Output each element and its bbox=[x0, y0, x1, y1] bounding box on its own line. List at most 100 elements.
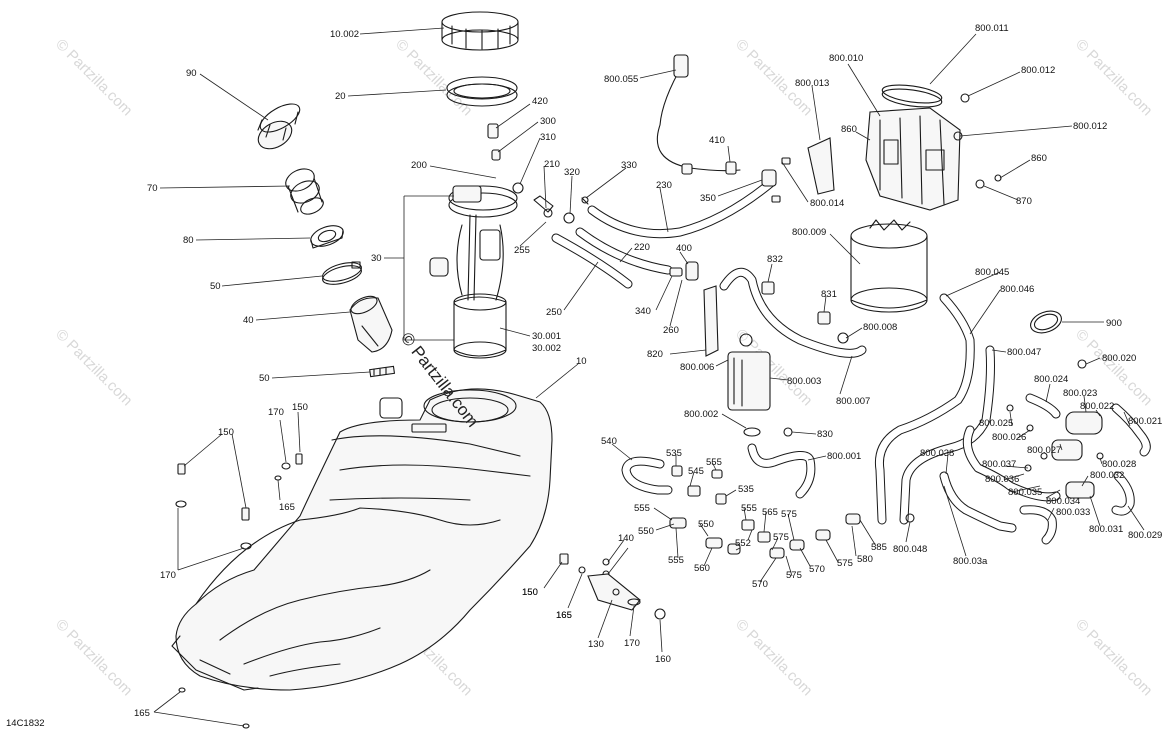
callout-800-045: 800.045 bbox=[975, 267, 1009, 278]
callout-70: 70 bbox=[147, 183, 158, 194]
bolts-left bbox=[175, 453, 303, 729]
callout-230: 230 bbox=[656, 180, 672, 191]
callout-800-011: 800.011 bbox=[975, 23, 1009, 34]
callout-255: 255 bbox=[514, 245, 530, 256]
callout-30-001: 30.001 bbox=[532, 331, 561, 342]
reference-code: 14C1832 bbox=[6, 718, 45, 729]
callout-800-034: 800.034 bbox=[1046, 496, 1080, 507]
lock-ring-part bbox=[441, 11, 519, 51]
callout-150-b: 150 bbox=[292, 402, 308, 413]
callout-555-a: 555 bbox=[706, 457, 722, 468]
callout-800-047: 800.047 bbox=[1007, 347, 1041, 358]
watermark-mid-left: © Partzilla.com bbox=[52, 326, 135, 409]
callout-labels: 10.002 20 90 70 80 50 40 50 30 30.001 30… bbox=[134, 23, 1162, 719]
fittings-part bbox=[487, 123, 589, 224]
callout-50-a: 50 bbox=[210, 281, 221, 292]
callout-800-03a: 800.03a bbox=[953, 556, 988, 567]
parts-drawing bbox=[171, 11, 1151, 729]
watermark-bottom-right2: © Partzilla.com bbox=[1072, 616, 1155, 699]
callout-800-009: 800.009 bbox=[792, 227, 826, 238]
callout-800-035: 800.035 bbox=[1008, 487, 1042, 498]
callout-150-a: 150 bbox=[218, 427, 234, 438]
callout-165-c: 165 bbox=[556, 610, 572, 621]
callout-800-032: 800.032 bbox=[1090, 470, 1124, 481]
callout-550-a: 550 bbox=[638, 526, 654, 537]
callout-210: 210 bbox=[544, 159, 560, 170]
callout-545: 545 bbox=[688, 466, 704, 477]
callout-260: 260 bbox=[663, 325, 679, 336]
callout-800-022: 800.022 bbox=[1080, 401, 1114, 412]
callout-800-014: 800.014 bbox=[810, 198, 844, 209]
callout-555-b: 555 bbox=[634, 503, 650, 514]
callout-575-a: 575 bbox=[781, 509, 797, 520]
callout-50-b: 50 bbox=[259, 373, 270, 384]
callout-832: 832 bbox=[767, 254, 783, 265]
callout-800-028: 800.028 bbox=[1102, 459, 1136, 470]
fuel-pump-module-part bbox=[429, 185, 518, 359]
callout-340: 340 bbox=[635, 306, 651, 317]
harness-part bbox=[656, 63, 741, 172]
callout-800-024: 800.024 bbox=[1034, 374, 1068, 385]
callout-800-029: 800.029 bbox=[1128, 530, 1162, 541]
callout-800-023: 800.023 bbox=[1063, 388, 1097, 399]
valve-assembly-part bbox=[865, 107, 961, 211]
callout-535-b: 535 bbox=[738, 484, 754, 495]
callout-585: 585 bbox=[871, 542, 887, 553]
callout-350: 350 bbox=[700, 193, 716, 204]
callout-170-c: 170 bbox=[624, 638, 640, 649]
callout-552: 552 bbox=[735, 538, 751, 549]
callout-30-002: 30.002 bbox=[532, 343, 561, 354]
fuel-cap-part bbox=[257, 103, 301, 150]
bracket-800013 bbox=[807, 137, 835, 195]
callout-250: 250 bbox=[546, 307, 562, 318]
callout-800-046: 800.046 bbox=[1000, 284, 1034, 295]
callout-90: 90 bbox=[186, 68, 197, 79]
callout-550-b: 550 bbox=[698, 519, 714, 530]
callout-410: 410 bbox=[709, 135, 725, 146]
callout-10-002: 10.002 bbox=[330, 29, 359, 40]
callout-170-b: 170 bbox=[160, 570, 176, 581]
callout-20: 20 bbox=[335, 91, 346, 102]
callout-800-037: 800.037 bbox=[982, 459, 1016, 470]
watermark-bottom-left: © Partzilla.com bbox=[52, 616, 135, 699]
callout-860-a: 860 bbox=[841, 124, 857, 135]
callout-570-a: 570 bbox=[752, 579, 768, 590]
callout-800-055: 800.055 bbox=[604, 74, 638, 85]
callout-800-021: 800.021 bbox=[1128, 416, 1162, 427]
callout-330: 330 bbox=[621, 160, 637, 171]
callout-535-a: 535 bbox=[666, 448, 682, 459]
callout-800-033: 800.033 bbox=[1056, 507, 1090, 518]
watermark-top-left: © Partzilla.com bbox=[52, 36, 135, 119]
fuel-tank-part bbox=[171, 388, 553, 691]
callout-575-b: 575 bbox=[773, 532, 789, 543]
callout-800-031: 800.031 bbox=[1089, 524, 1123, 535]
nut-part bbox=[310, 225, 344, 249]
callout-30: 30 bbox=[371, 253, 382, 264]
callout-40: 40 bbox=[243, 315, 254, 326]
watermark-bottom-right1: © Partzilla.com bbox=[732, 616, 815, 699]
callout-800-012-a: 800.012 bbox=[1021, 65, 1055, 76]
callout-170-a: 170 bbox=[268, 407, 284, 418]
fuel-filter-group bbox=[962, 359, 1151, 516]
callout-80: 80 bbox=[183, 235, 194, 246]
callout-800-026: 800.026 bbox=[992, 432, 1026, 443]
callout-800-010: 800.010 bbox=[829, 53, 863, 64]
callout-800-007: 800.007 bbox=[836, 396, 870, 407]
callout-560: 560 bbox=[694, 563, 710, 574]
callout-580: 580 bbox=[857, 554, 873, 565]
callout-800-027: 800.027 bbox=[1027, 445, 1061, 456]
band-clamp-part bbox=[881, 84, 943, 108]
callout-130: 130 bbox=[588, 639, 604, 650]
callout-800-002: 800.002 bbox=[684, 409, 718, 420]
callout-150-d: 150 bbox=[522, 587, 538, 598]
leader-lines bbox=[153, 27, 1145, 727]
callout-820: 820 bbox=[647, 349, 663, 360]
callout-10: 10 bbox=[576, 356, 587, 367]
callout-565: 565 bbox=[762, 507, 778, 518]
bracket-820 bbox=[703, 285, 719, 357]
callout-575-d: 575 bbox=[837, 558, 853, 569]
callout-555-c: 555 bbox=[741, 503, 757, 514]
callout-420: 420 bbox=[532, 96, 548, 107]
callout-555-d: 555 bbox=[668, 555, 684, 566]
